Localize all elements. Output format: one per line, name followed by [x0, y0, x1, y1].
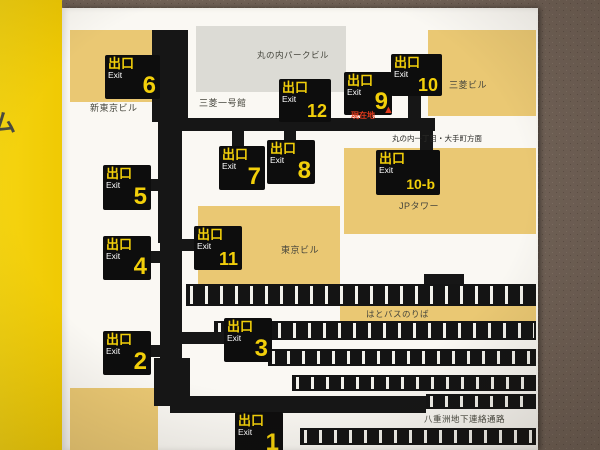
exit-number: 6	[142, 71, 156, 99]
passage-stub-exit10	[408, 94, 421, 120]
building-label-marunouchi-park: 丸の内パークビル	[257, 50, 330, 60]
passage-vertical-upper	[158, 118, 182, 243]
exit-en-label: Exit	[227, 332, 242, 343]
passage-vertical-lower	[160, 243, 182, 365]
poster-side-text: ム	[0, 110, 16, 137]
exit-number: 5	[133, 182, 147, 210]
exit-jp-label: 出口	[108, 56, 135, 71]
building-label-hato-bus: はとバスのりば	[366, 309, 430, 319]
exit-jp-label: 出口	[379, 151, 406, 166]
building-label-mitsubishi: 三菱ビル	[449, 80, 488, 90]
road-stripe	[300, 428, 536, 445]
exit-jp-label: 出口	[222, 147, 249, 162]
exit-number: 2	[133, 347, 147, 375]
exit-jp-label: 出口	[347, 73, 374, 88]
exit-number: 4	[133, 252, 147, 280]
exit-10-sign: 出口 Exit 10	[391, 54, 442, 96]
exit-en-label: Exit	[222, 160, 237, 171]
road-stripe	[426, 394, 536, 409]
building-label-jp-tower: JPタワー	[399, 201, 440, 211]
passage-stub-exit11	[178, 239, 196, 251]
exit-number: 9	[374, 87, 388, 115]
exit-jp-label: 出口	[106, 166, 133, 181]
exit-en-label: Exit	[282, 93, 297, 104]
exit-4-sign: 出口 Exit 4	[103, 236, 151, 280]
exit-en-label: Exit	[238, 426, 253, 437]
building-label-tokyo: 東京ビル	[281, 245, 320, 255]
exit-en-label: Exit	[347, 86, 362, 97]
exit-3-sign: 出口 Exit 3	[224, 318, 272, 362]
road-stripe	[268, 349, 536, 366]
exit-12-sign: 出口 Exit 12	[279, 79, 331, 122]
exit-jp-label: 出口	[394, 55, 421, 70]
exit-jp-label: 出口	[270, 141, 297, 156]
building-label-shin-tokyo: 新東京ビル	[90, 103, 138, 113]
current-location-marker-icon: ▲	[383, 104, 394, 116]
exit-6-sign: 出口 Exit 6	[105, 55, 160, 99]
road-stripe	[292, 375, 536, 391]
exit-8-sign: 出口 Exit 8	[267, 140, 315, 184]
exit-number: 10	[417, 75, 438, 96]
exit-en-label: Exit	[106, 179, 121, 190]
current-location-label: 現在地	[351, 111, 375, 120]
exit-number: 12	[306, 101, 327, 122]
exit-11-sign: 出口 Exit 11	[194, 226, 242, 270]
building-bottom-left	[70, 388, 158, 450]
exit-en-label: Exit	[270, 154, 285, 165]
exit-jp-label: 出口	[238, 413, 265, 428]
exit-number: 8	[297, 156, 311, 184]
exit-en-label: Exit	[108, 69, 123, 80]
passage-stub-exit10b	[420, 129, 433, 152]
exit-10b-sign: 出口 Exit 10-b	[376, 150, 440, 195]
direction-sign-label: 丸の内一丁目・大手町方面	[392, 134, 482, 143]
building-jp-tower	[344, 148, 536, 234]
exit-number: 10-b	[406, 175, 435, 192]
exit-en-label: Exit	[197, 240, 212, 251]
exit-jp-label: 出口	[282, 80, 309, 95]
exit-7-sign: 出口 Exit 7	[219, 146, 265, 190]
poster-yellow-border: ム	[0, 0, 62, 450]
exit-en-label: Exit	[379, 164, 394, 175]
building-label-mitsubishi-ichigokan: 三菱一号館	[199, 98, 247, 108]
exit-number: 3	[254, 334, 268, 362]
passage-horizontal-main	[165, 118, 435, 131]
passage-bottom-horizontal	[170, 396, 426, 413]
building-mitsubishi	[428, 30, 536, 116]
exit-en-label: Exit	[106, 250, 121, 261]
exit-jp-label: 出口	[106, 332, 133, 347]
road-stripe	[186, 284, 536, 306]
exit-number: 7	[247, 162, 261, 190]
exit-jp-label: 出口	[227, 319, 254, 334]
exit-en-label: Exit	[106, 345, 121, 356]
exit-2-sign: 出口 Exit 2	[103, 331, 151, 375]
passage-stub-exit7	[232, 129, 244, 148]
road-stripe	[214, 321, 536, 340]
exit-9-sign: 出口 Exit 9	[344, 72, 392, 115]
exit-jp-label: 出口	[197, 227, 224, 242]
exit-en-label: Exit	[394, 68, 409, 79]
exit-number: 11	[218, 249, 238, 270]
exit-number: 1	[265, 428, 279, 450]
passage-stub-exit8	[284, 129, 296, 142]
exit-jp-label: 出口	[106, 237, 133, 252]
passage-stub-exit3	[180, 332, 226, 344]
building-label-yaesu-passage: 八重洲地下連絡通路	[424, 414, 506, 424]
exit-1-sign: 出口 Exit 1	[235, 412, 283, 450]
exit-5-sign: 出口 Exit 5	[103, 165, 151, 210]
